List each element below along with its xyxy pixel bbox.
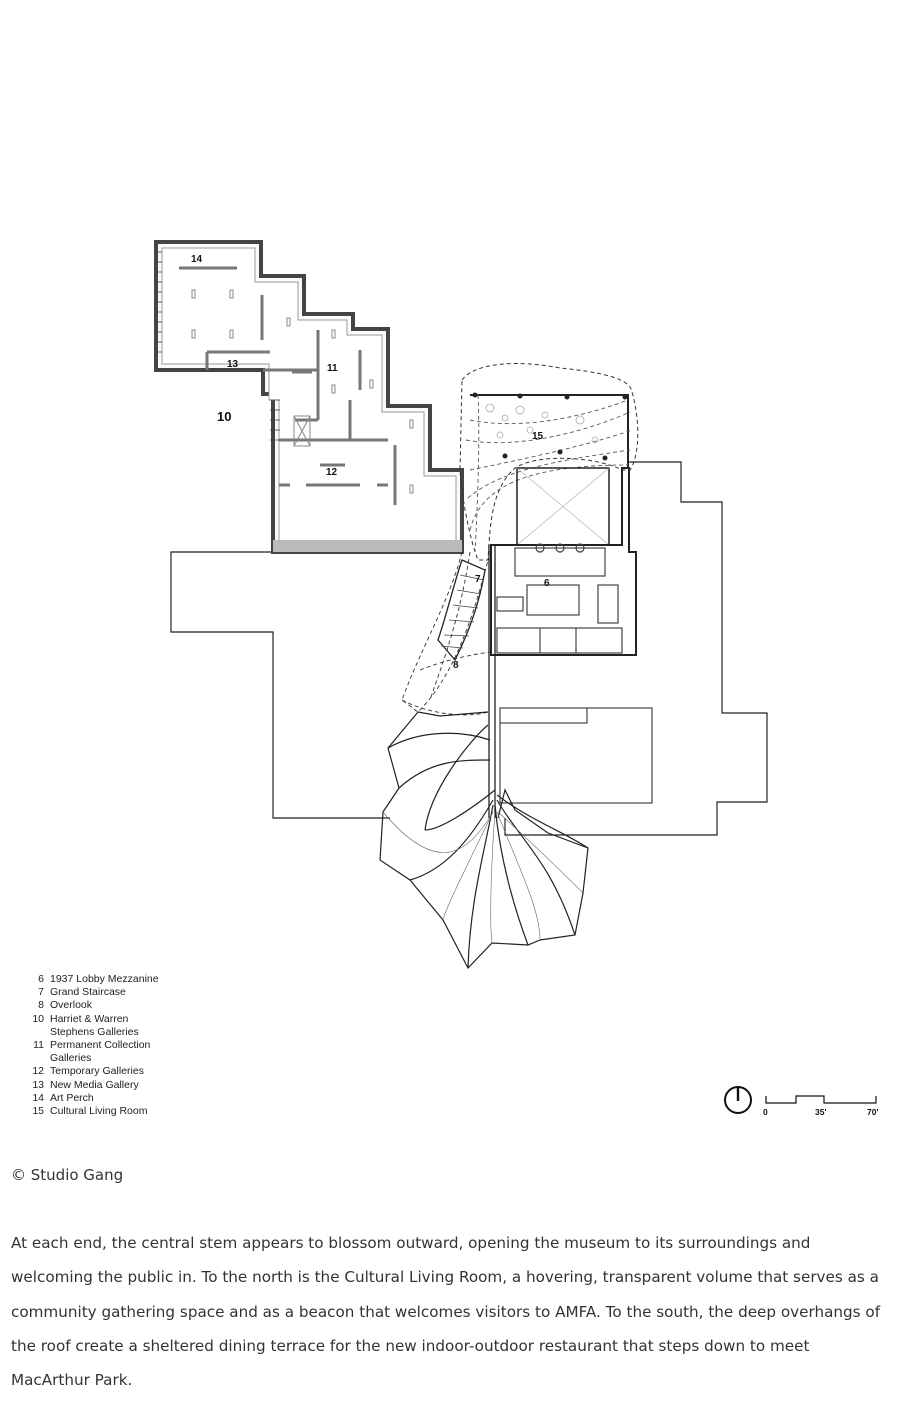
legend-number: 8 — [38, 999, 44, 1012]
image-credit: © Studio Gang — [11, 1166, 124, 1184]
south-wall-band — [273, 540, 462, 552]
scale-tick-35: 35' — [815, 1107, 826, 1117]
scale-tick-70: 70' — [867, 1107, 878, 1117]
legend-number: 15 — [32, 1105, 44, 1118]
room-label-12: 12 — [326, 467, 338, 478]
legend-text: Harriet & Warren Stephens Galleries — [50, 1012, 139, 1038]
room-label-14: 14 — [191, 254, 203, 265]
legend-text: 1937 Lobby Mezzanine — [50, 973, 159, 985]
legend-number: 10 — [32, 1012, 44, 1025]
legend-item: 6 1937 Lobby Mezzanine — [28, 973, 159, 986]
room-label-7: 7 — [475, 574, 481, 585]
legend-number: 11 — [33, 1039, 44, 1052]
legend-number: 7 — [38, 986, 44, 999]
overlook-curves — [401, 551, 491, 716]
staircase-treads — [440, 574, 485, 649]
legend-item: 13 New Media Gallery — [28, 1079, 159, 1092]
legend-text: Art Perch — [50, 1091, 94, 1104]
north-arrow-icon — [724, 1086, 752, 1114]
gallery-pedestals — [191, 289, 414, 494]
gallery-wing-inner — [161, 247, 457, 547]
south-canopy — [379, 711, 589, 970]
canopy-ribs — [382, 811, 584, 944]
legend-text: New Media Gallery — [50, 1078, 139, 1091]
legend-number: 6 — [38, 973, 44, 985]
grand-staircase — [437, 559, 486, 662]
living-room-inner — [470, 394, 629, 468]
living-room-furniture — [485, 403, 599, 444]
living-room-columns — [472, 392, 628, 461]
living-room-ribs — [465, 394, 633, 553]
legend-number: 13 — [32, 1078, 44, 1091]
scale-bar — [765, 1095, 877, 1104]
caption-paragraph: At each end, the central stem appears to… — [11, 1234, 881, 1390]
legend-text: Grand Staircase — [50, 986, 126, 999]
legend-item: 10 Harriet & Warren Stephens Galleries — [28, 1013, 159, 1039]
gallery-partitions — [179, 266, 397, 505]
room-label-8: 8 — [453, 660, 459, 671]
plan-legend: 6 1937 Lobby Mezzanine 7 Grand Staircase 8 Ov… — [28, 973, 159, 1118]
legend-item: 11 Permanent Collection Galleries — [28, 1039, 159, 1065]
scale-tick-0: 0 — [763, 1107, 768, 1117]
legend-item: 15 Cultural Living Room — [28, 1105, 159, 1118]
legend-item: 7 Grand Staircase — [28, 986, 159, 999]
legend-text: Overlook — [50, 999, 93, 1012]
living-room-envelope — [459, 363, 639, 561]
legend-number: 14 — [32, 1091, 44, 1104]
central-stem — [488, 545, 496, 818]
site-outline — [170, 551, 462, 819]
legend-text: Cultural Living Room — [50, 1105, 148, 1118]
terrace-step — [500, 708, 588, 724]
atrium-cross — [516, 467, 610, 546]
legend-text: Temporary Galleries — [50, 1065, 144, 1078]
legend-number: 12 — [32, 1065, 44, 1078]
site-outline-east — [504, 461, 768, 836]
legend-item: 12 Temporary Galleries — [28, 1065, 159, 1078]
west-stair — [156, 251, 280, 441]
lobby-rooms — [496, 543, 623, 654]
room-label-15: 15 — [532, 431, 544, 442]
legend-item: 14 Art Perch — [28, 1092, 159, 1105]
room-label-6: 6 — [544, 578, 550, 589]
terrace-outline — [499, 707, 653, 804]
lobby-block — [490, 467, 637, 656]
floor-plan: 14 13 11 10 12 15 6 7 8 0 35' 70' — [154, 240, 878, 1117]
room-label-11: 11 — [327, 363, 338, 374]
legend-text: Permanent Collection Galleries — [50, 1039, 151, 1065]
room-label-13: 13 — [227, 359, 239, 370]
legend-item: 8 Overlook — [28, 999, 159, 1012]
room-label-10: 10 — [217, 409, 231, 424]
